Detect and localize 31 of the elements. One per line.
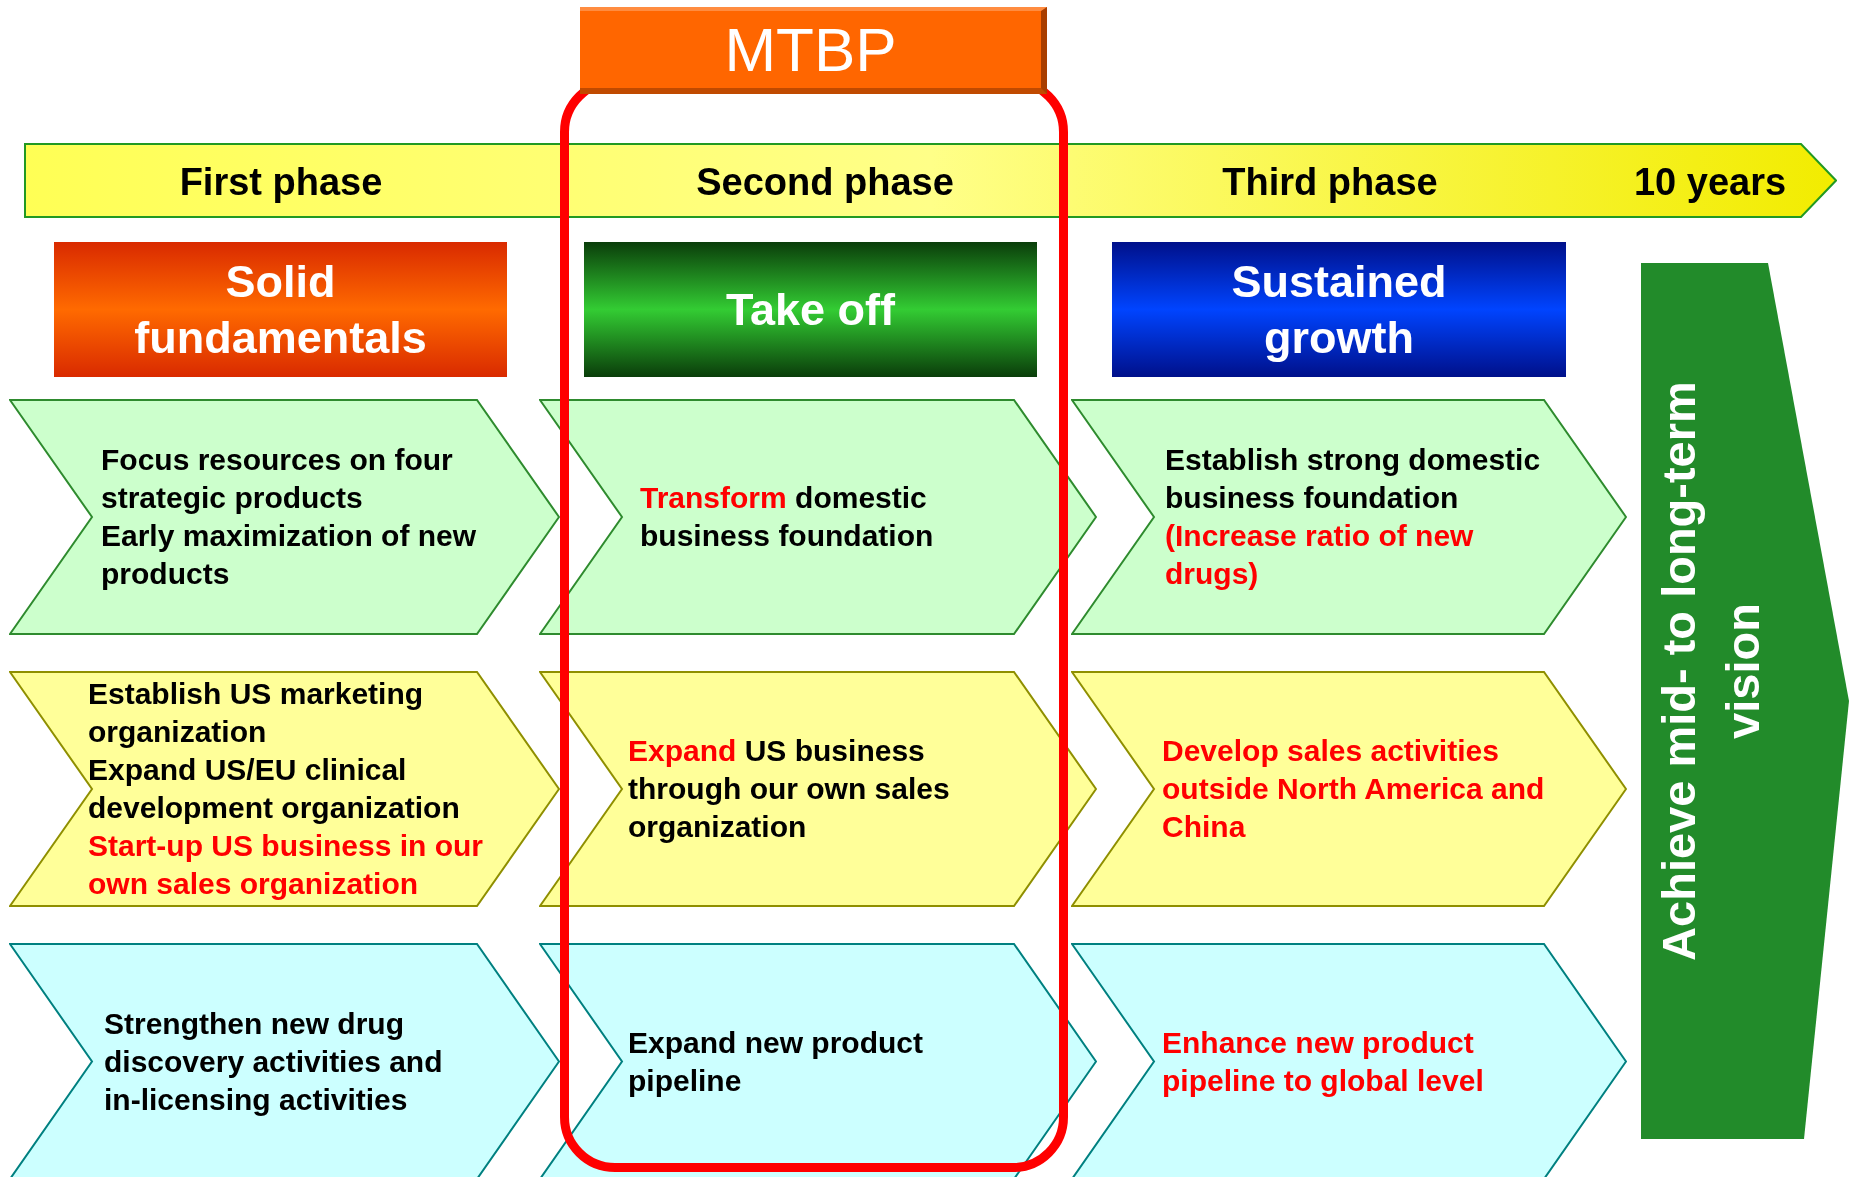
chevron-shape [539,399,1097,635]
step-text: Focus resources on four strategic products [101,442,454,516]
chevron-shape [9,943,560,1177]
step-text: Develop sales activities outside North America and China [1162,733,1546,845]
chevron-shape [1071,399,1627,635]
chevron-shape [539,943,1097,1177]
chevron-shape [9,671,560,907]
phase-label: Third phase [1222,160,1438,204]
chevron-shape [9,399,560,635]
phase-header: Sustained growth [1112,242,1566,377]
step-text: Establish strong domestic business foundation [1165,442,1542,516]
step-text: Expand new product pipeline [628,1024,925,1099]
vision-arrow: Achieve mid- to long-term vision [1641,263,1849,1139]
step-text: Expand US business through our own sales organization [628,733,951,845]
step-text: Start-up US business in our own sales organization [88,828,485,902]
chevron-shape [1071,943,1627,1177]
phase-label: 10 years [1633,160,1787,204]
step-text: Establish US marketing organization [88,676,425,750]
step-text: Transform domestic business foundation [640,480,935,554]
phase-label: First phase [179,160,383,204]
step-text: Enhance new product pipeline to global level [1162,1024,1485,1099]
phase-header: Solid fundamentals [54,242,507,377]
phase-label: Second phase [696,160,954,204]
title-tag: MTBP [580,7,1047,94]
chevron-shape [1071,671,1627,907]
step-text: (Increase ratio of new drugs) [1165,518,1475,592]
step-text: Early maximization of new products [101,518,478,592]
step-text: Strengthen new drug discovery activities and in-licensing activities [104,1005,444,1118]
step-text: Expand US/EU clinical development organization [88,752,461,826]
chevron-shape [539,671,1097,907]
phase-header: Take off [584,242,1037,377]
